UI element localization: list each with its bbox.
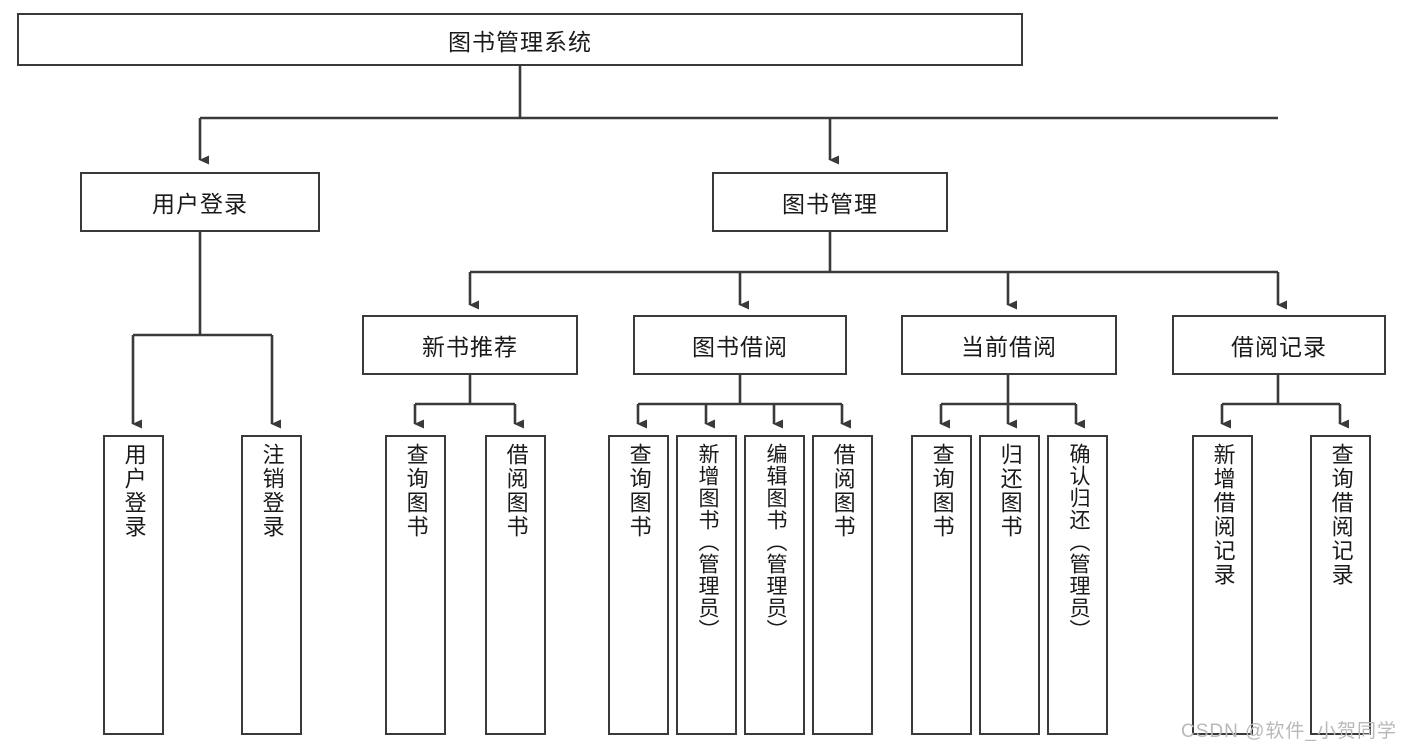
node-root-label: 图书管理系统 bbox=[448, 28, 592, 55]
node-book-manage-label: 图书管理 bbox=[782, 191, 878, 217]
node-book-borrow-label: 图书借阅 bbox=[692, 334, 788, 360]
node-book-borrow[interactable]: 图书借阅 bbox=[633, 315, 847, 375]
node-leaf-borrow-book-2[interactable]: 借阅图书 bbox=[812, 435, 873, 735]
leaf-label: 查询图书 bbox=[929, 443, 955, 539]
node-new-book-recommend-label: 新书推荐 bbox=[422, 334, 518, 360]
node-new-book-recommend[interactable]: 新书推荐 bbox=[362, 315, 578, 375]
node-user-login-label: 用户登录 bbox=[152, 191, 248, 217]
leaf-label: 查询图书 bbox=[626, 443, 652, 539]
node-leaf-user-login[interactable]: 用户登录 bbox=[103, 435, 164, 735]
leaf-label: 借阅图书 bbox=[503, 443, 529, 539]
node-leaf-confirm-return[interactable]: 确认归还（管理员） bbox=[1047, 435, 1108, 735]
node-leaf-query-record[interactable]: 查询借阅记录 bbox=[1310, 435, 1371, 735]
node-leaf-query-book-2[interactable]: 查询图书 bbox=[608, 435, 669, 735]
leaf-label: 编辑图书（管理员） bbox=[763, 443, 787, 641]
node-leaf-query-book-1[interactable]: 查询图书 bbox=[385, 435, 446, 735]
node-book-manage[interactable]: 图书管理 bbox=[712, 172, 948, 232]
leaf-label: 借阅图书 bbox=[830, 443, 856, 539]
leaf-label: 新增图书（管理员） bbox=[695, 443, 719, 641]
node-root[interactable]: 图书管理系统 bbox=[17, 13, 1023, 66]
watermark: CSDN @软件_小贺同学 bbox=[1181, 721, 1397, 742]
node-leaf-logout[interactable]: 注销登录 bbox=[241, 435, 302, 735]
node-user-login[interactable]: 用户登录 bbox=[80, 172, 320, 232]
node-current-borrow[interactable]: 当前借阅 bbox=[901, 315, 1117, 375]
node-current-borrow-label: 当前借阅 bbox=[961, 334, 1057, 360]
node-leaf-add-record[interactable]: 新增借阅记录 bbox=[1192, 435, 1253, 735]
leaf-label: 新增借阅记录 bbox=[1210, 443, 1236, 587]
node-leaf-borrow-book-1[interactable]: 借阅图书 bbox=[485, 435, 546, 735]
node-borrow-record-label: 借阅记录 bbox=[1231, 334, 1327, 360]
leaf-label: 确认归还（管理员） bbox=[1066, 443, 1090, 641]
leaf-label: 用户登录 bbox=[121, 443, 147, 539]
leaf-label: 注销登录 bbox=[259, 443, 285, 539]
leaf-label: 查询借阅记录 bbox=[1328, 443, 1354, 587]
node-leaf-add-book[interactable]: 新增图书（管理员） bbox=[676, 435, 737, 735]
leaf-label: 归还图书 bbox=[997, 443, 1023, 539]
node-leaf-query-book-3[interactable]: 查询图书 bbox=[911, 435, 972, 735]
node-borrow-record[interactable]: 借阅记录 bbox=[1172, 315, 1386, 375]
node-leaf-edit-book[interactable]: 编辑图书（管理员） bbox=[744, 435, 805, 735]
node-leaf-return-book[interactable]: 归还图书 bbox=[979, 435, 1040, 735]
leaf-label: 查询图书 bbox=[403, 443, 429, 539]
